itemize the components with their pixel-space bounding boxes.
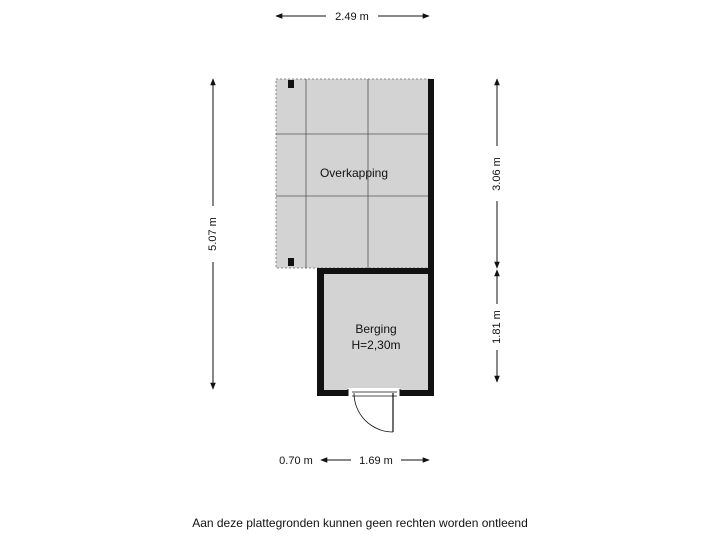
dimension-label-right-upper: 3.06 m	[491, 157, 503, 191]
berging-height-label: H=2,30m	[351, 338, 400, 352]
overkapping-label: Overkapping	[320, 166, 388, 180]
dimension-bottom: 0.70 m 1.69 m	[279, 455, 430, 467]
berging-room: Berging H=2,30m	[317, 268, 434, 433]
dimension-left-height: 5.07 m	[207, 78, 219, 390]
dimension-label-right-lower: 1.81 m	[491, 310, 503, 344]
berging-label: Berging	[355, 322, 396, 336]
dimension-label-bottom-right: 1.69 m	[359, 455, 393, 467]
dimension-top-width: 2.49 m	[275, 11, 430, 23]
door-opening	[348, 388, 400, 397]
dimension-label-top: 2.49 m	[335, 11, 369, 23]
post-bottom	[288, 258, 294, 266]
dimension-label-left: 5.07 m	[207, 217, 219, 251]
door-swing	[353, 392, 394, 433]
dimension-right-upper: 3.06 m	[491, 78, 503, 269]
overkapping-floor	[275, 78, 430, 269]
dimension-right-lower: 1.81 m	[491, 269, 503, 383]
disclaimer-text: Aan deze plattegronden kunnen geen recht…	[192, 516, 528, 530]
overkapping-wall	[428, 79, 434, 271]
overkapping-area	[275, 78, 434, 271]
post-top	[288, 80, 294, 88]
berging-floor	[324, 274, 428, 390]
dimension-label-bottom-left: 0.70 m	[279, 455, 313, 467]
